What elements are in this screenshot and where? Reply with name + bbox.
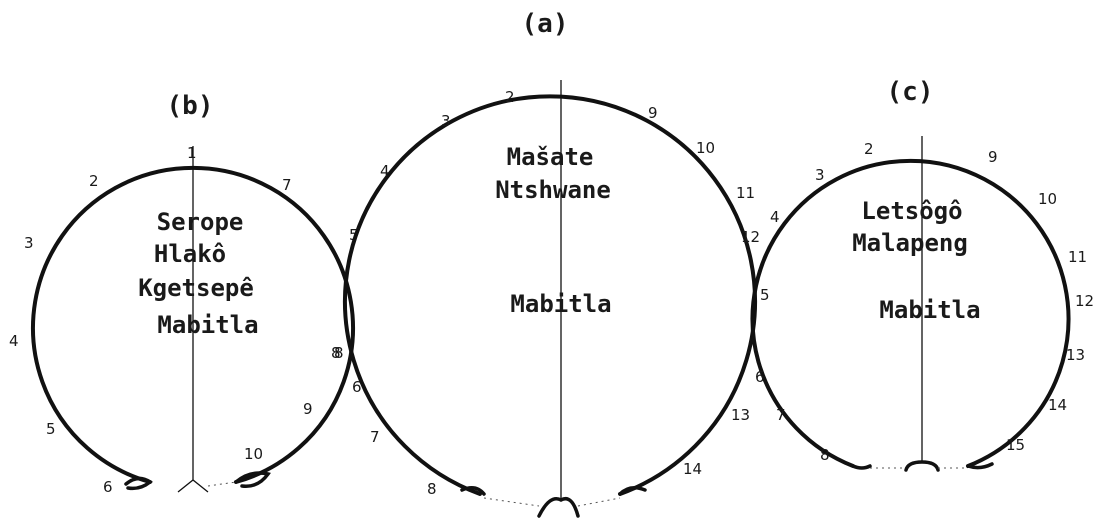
- diagram-a-number: 2: [505, 88, 515, 106]
- diagram-b-name-4: Mabitla: [157, 311, 258, 339]
- diagram-c-name-3: Mabitla: [879, 296, 980, 324]
- diagram-a-names: Mašate Ntshwane Mabitla: [495, 143, 611, 318]
- diagram-b-numbers: 1 2 3 4 5 6 7 5 8 9 10: [9, 144, 359, 496]
- diagram-b-number: 7: [282, 176, 292, 194]
- diagram-c-number: 10: [1038, 190, 1057, 208]
- diagram-a-ring: [343, 94, 757, 496]
- diagram-c-name-2: Malapeng: [852, 229, 968, 257]
- diagram-c-number: 5: [760, 286, 770, 304]
- diagram-a-number: 12: [741, 228, 760, 246]
- diagram-c-number: 12: [1075, 292, 1094, 310]
- diagram-c-number: 11: [1068, 248, 1087, 266]
- diagram-c-number: 9: [988, 148, 998, 166]
- diagram-a-entrance-right-hook: [618, 486, 647, 496]
- diagram-a-number: 11: [736, 184, 755, 202]
- diagram-b-names: Serope Hlakô Kgetsepê Mabitla: [138, 208, 258, 339]
- diagram-a-name-3: Mabitla: [510, 290, 611, 318]
- diagram-b-label: (b): [167, 91, 214, 121]
- diagram-c-name-1: Letsôgô: [861, 197, 962, 225]
- diagram-a-number: 8: [427, 480, 437, 498]
- diagram-c: (c) Letsôgô Malapeng Mabitla 2 3 4 5 6 7…: [750, 77, 1094, 472]
- diagram-a-number-shared: 5: [762, 288, 772, 306]
- diagram-c-names: Letsôgô Malapeng Mabitla: [852, 197, 980, 324]
- diagram-c-ring: [750, 158, 1071, 468]
- diagram-c-number: 6: [755, 368, 765, 386]
- diagram-c-number: 14: [1048, 396, 1067, 414]
- diagram-a-numbers: 2 3 4 8 6 7 8 9 10 11 12 13 14: [334, 88, 760, 498]
- diagram-c-entrance-right-hook: [966, 462, 994, 470]
- diagram-c-number: 7: [776, 406, 786, 424]
- diagram-b-number: 8: [331, 344, 341, 362]
- diagram-a-number: 8: [334, 344, 344, 362]
- diagram-c-number: 15: [1006, 436, 1025, 454]
- diagram-a-gate: [537, 497, 580, 518]
- diagram-b-number: 5: [349, 226, 359, 244]
- diagram-a-gap: [483, 497, 621, 507]
- diagram-b-number: 3: [24, 234, 34, 252]
- diagram-b-number: 10: [244, 445, 263, 463]
- diagram-b: (b) Serope Hlakô Kgetsepê Mabitla 1 2 3 …: [9, 91, 359, 496]
- diagram-b-number: 1: [187, 144, 197, 162]
- diagram-a-number: 9: [648, 104, 658, 122]
- diagram-b-gap: [207, 481, 237, 487]
- diagram-c-number: 13: [1066, 346, 1085, 364]
- diagram-c-numbers: 2 3 4 5 6 7 8 9 10 11 12 13 14 15: [755, 140, 1094, 464]
- diagram-a-number: 14: [683, 460, 702, 478]
- diagram-c-gate: [904, 460, 940, 472]
- diagram-b-number: 6: [103, 478, 113, 496]
- diagram-a-name-2: Ntshwane: [495, 176, 611, 204]
- diagram-c-label: (c): [887, 77, 934, 107]
- diagram-b-name-3: Kgetsepê: [138, 274, 254, 302]
- diagram-a: (a) Mašate Ntshwane Mabitla 2 3 4 8 6 7 …: [334, 9, 760, 518]
- diagram-c-number: 4: [770, 208, 780, 226]
- diagram-b-name-2: Hlakô: [154, 240, 226, 268]
- diagram-b-name-1: Serope: [157, 208, 244, 236]
- diagram-c-entrance-left-hook: [851, 464, 872, 470]
- diagram-a-number: 4: [380, 162, 390, 180]
- diagram-a-number: 3: [441, 112, 451, 130]
- diagram-c-number: 2: [864, 140, 874, 158]
- diagram-a-number: 10: [696, 139, 715, 157]
- diagram-a-label: (a): [522, 9, 569, 39]
- diagram-a-number: 7: [370, 428, 380, 446]
- diagram-a-name-1: Mašate: [507, 143, 594, 171]
- diagram-b-entrance-left-hook: [124, 476, 153, 491]
- diagram-a-number: 6: [352, 378, 362, 396]
- diagram-b-number: 4: [9, 332, 19, 350]
- diagram-b-number: 5: [46, 420, 56, 438]
- diagram-b-entrance-right-hook: [234, 471, 271, 488]
- diagram-b-number: 9: [303, 400, 313, 418]
- diagram-a-number: 13: [731, 406, 750, 424]
- diagram-a-entrance-left-hook: [460, 486, 486, 496]
- diagram-c-number: 8: [820, 446, 830, 464]
- diagram-c-number: 3: [815, 166, 825, 184]
- diagram-b-gate: [177, 479, 209, 493]
- diagram-b-number: 2: [89, 172, 99, 190]
